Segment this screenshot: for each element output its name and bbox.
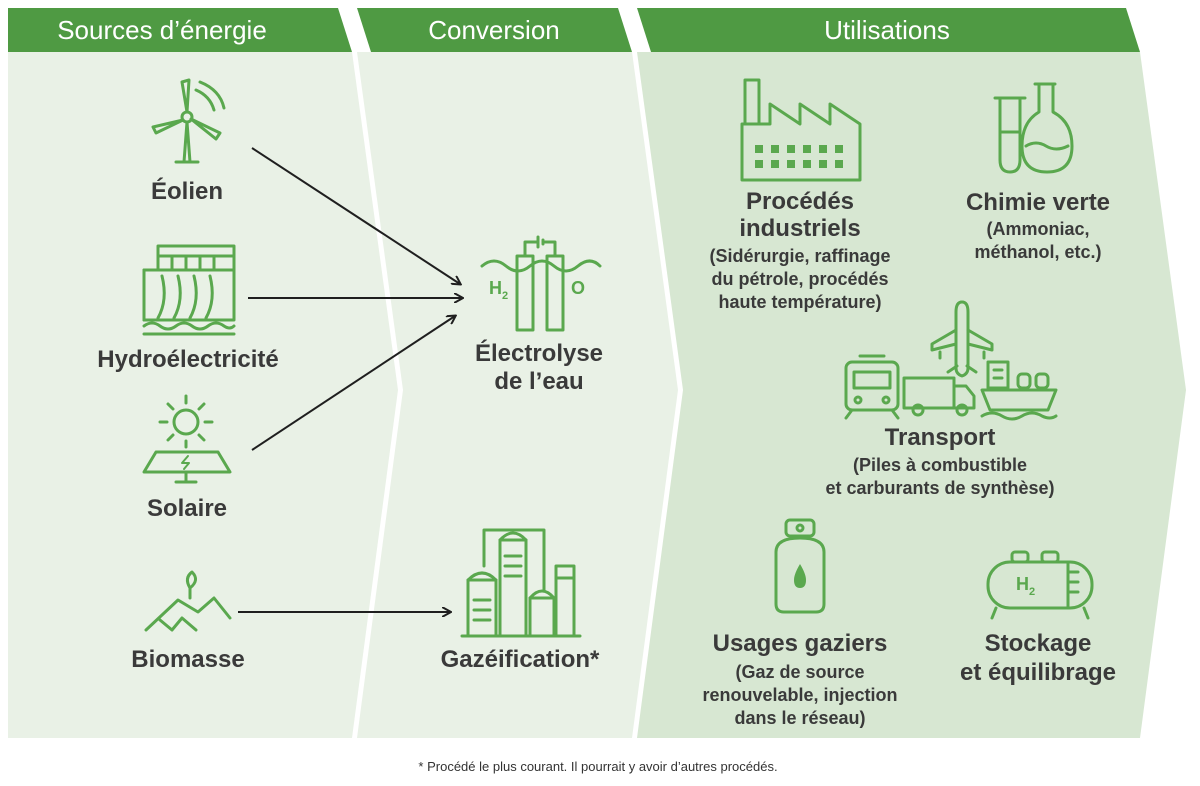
source-label-biomass: Biomasse: [131, 646, 244, 673]
use-gas-detail-2: renouvelable, injection: [702, 685, 897, 705]
lab-flask-icon: [993, 82, 1074, 174]
source-label-solar: Solaire: [147, 495, 227, 522]
use-chem-detail-2: méthanol, etc.): [974, 242, 1101, 262]
sources-header-bar: [8, 8, 352, 52]
use-transport-detail-2: et carburants de synthèse): [825, 478, 1054, 498]
solar-panel-icon: [142, 394, 232, 484]
use-industrial-detail-3: haute température): [718, 292, 881, 312]
arrow-solar-to-electrolysis: [251, 316, 455, 451]
train-icon: [844, 354, 900, 420]
use-industrial-detail-1: (Sidérurgie, raffinage: [709, 246, 890, 266]
factory-icon: [740, 78, 862, 182]
use-industrial-title-1: Procédés: [746, 188, 854, 215]
o-label: O: [571, 278, 585, 298]
conversion-header: Conversion: [428, 15, 560, 45]
storage-tank-icon: [986, 550, 1094, 620]
uses-header-bar: [637, 8, 1140, 52]
use-transport-detail-1: (Piles à combustible: [853, 455, 1027, 475]
arrow-wind-to-electrolysis: [251, 147, 460, 284]
use-industrial-detail-2: du pétrole, procédés: [711, 269, 888, 289]
hydro-dam-icon: [142, 244, 236, 336]
footnote: * Procédé le plus courant. Il pourrait y…: [418, 759, 777, 774]
electrolyzer-icon: [480, 235, 602, 332]
use-transport-title: Transport: [885, 424, 996, 451]
conversion-header-bar: [357, 8, 632, 52]
use-gas-detail-1: (Gaz de source: [735, 662, 864, 682]
gas-cylinder-icon: [774, 518, 826, 614]
biomass-icon: [144, 570, 232, 632]
uses-panel: [637, 52, 1186, 738]
airplane-icon: [930, 300, 994, 378]
conversion-label-electrolysis-2: de l’eau: [494, 368, 583, 395]
source-label-wind: Éolien: [151, 177, 223, 205]
use-gas-title: Usages gaziers: [713, 630, 888, 657]
conversion-label-gasification: Gazéification*: [441, 646, 600, 673]
conversion-panel: [357, 52, 678, 738]
wind-turbine-icon: [151, 78, 226, 164]
source-label-hydro: Hydroélectricité: [97, 346, 278, 373]
use-industrial-title-2: industriels: [739, 215, 860, 242]
gasification-plant-icon: [460, 528, 582, 638]
use-storage-title-1: Stockage: [985, 630, 1092, 657]
tank-h2-label: H2: [1016, 574, 1035, 598]
truck-icon: [902, 376, 976, 417]
use-gas-detail-3: dans le réseau): [734, 708, 865, 728]
sources-header: Sources d’énergie: [57, 15, 267, 45]
ship-icon: [980, 360, 1058, 421]
conversion-label-electrolysis-1: Électrolyse: [475, 339, 603, 367]
use-storage-title-2: et équilibrage: [960, 659, 1116, 686]
use-chem-title: Chimie verte: [966, 189, 1110, 216]
use-chem-detail-1: (Ammoniac,: [986, 219, 1089, 239]
sources-panel: [8, 52, 398, 738]
h2-label: H2: [489, 278, 508, 302]
uses-header: Utilisations: [824, 15, 950, 45]
